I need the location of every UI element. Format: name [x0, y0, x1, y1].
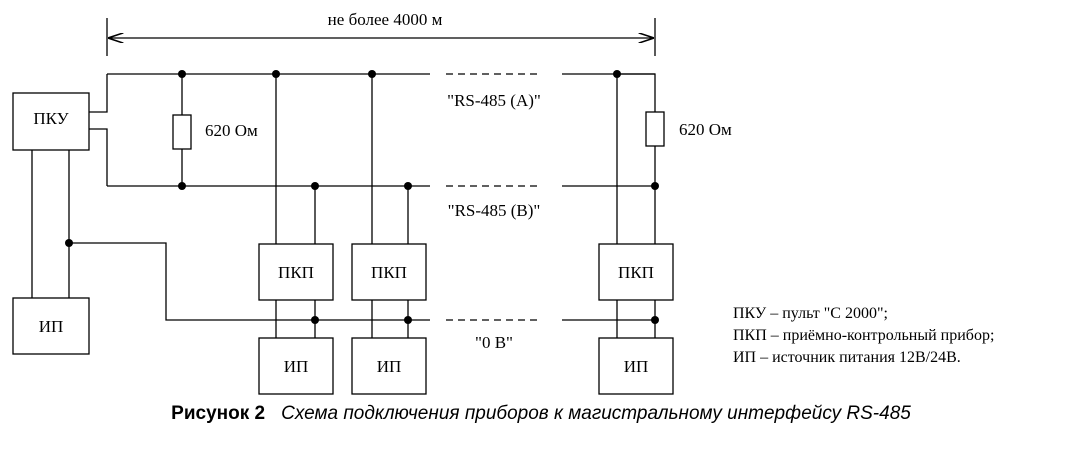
- resistor-right: [645, 111, 665, 147]
- legend-item-ip: ИП – источник питания 12В/24В.: [733, 349, 961, 366]
- ip-box-1: [258, 337, 334, 395]
- ip-1-label: ИП: [284, 357, 309, 376]
- figure-number: Рисунок 2: [171, 403, 266, 424]
- figure-caption: Рисунок 2 Схема подключения приборов к ма…: [0, 403, 1082, 425]
- figure-title: Схема подключения приборов к магистральн…: [281, 403, 911, 424]
- ip-box-3: [598, 337, 674, 395]
- resistor-left: [172, 114, 192, 150]
- zero-volt-line: [69, 242, 430, 321]
- pku-box: [12, 92, 90, 151]
- pkp-box-1: [258, 243, 334, 301]
- ip-main-label: ИП: [39, 317, 64, 336]
- junction-dot: [404, 316, 412, 324]
- bus-a-label: "RS-485 (A)": [447, 91, 541, 110]
- pkp-3-label: ПКП: [618, 263, 654, 282]
- pkp-2-label: ПКП: [371, 263, 407, 282]
- pkp-box-3: [598, 243, 674, 301]
- junction-dot: [272, 70, 280, 78]
- dimension-label: не более 4000 м: [328, 10, 443, 29]
- ip-box-main: [12, 297, 90, 355]
- junction-dot: [178, 182, 186, 190]
- ip-3-label: ИП: [624, 357, 649, 376]
- junction-dot: [651, 182, 659, 190]
- legend: ПКУ – пульт "С 2000"; ПКП – приёмно-конт…: [733, 303, 994, 369]
- junction-dot: [65, 239, 73, 247]
- pku-b-wire: [89, 128, 108, 186]
- legend-item-pku: ПКУ – пульт "С 2000";: [733, 305, 888, 322]
- junction-dot: [311, 182, 319, 190]
- resistor-right-lead: [617, 73, 656, 112]
- ip-2-label: ИП: [377, 357, 402, 376]
- pkp-1-label: ПКП: [278, 263, 314, 282]
- resistor-left-label: 620 Ом: [205, 121, 258, 140]
- ip-box-2: [351, 337, 427, 395]
- zero-volt-label: "0 В": [475, 333, 513, 352]
- legend-item-pkp: ПКП – приёмно-контрольный прибор;: [733, 327, 995, 344]
- bus-b-label: "RS-485 (B)": [448, 201, 541, 220]
- pkp-box-2: [351, 243, 427, 301]
- pku-a-wire: [89, 74, 108, 113]
- wiring-diagram: не более 4000 м "RS-485 (A)" "RS-485 (B)…: [12, 10, 732, 395]
- junction-dot: [404, 182, 412, 190]
- pku-label: ПКУ: [33, 109, 69, 128]
- resistor-right-label: 620 Ом: [679, 120, 732, 139]
- junction-dot: [651, 316, 659, 324]
- junction-dot: [368, 70, 376, 78]
- junction-dot: [311, 316, 319, 324]
- junction-dot: [613, 70, 621, 78]
- junction-dot: [178, 70, 186, 78]
